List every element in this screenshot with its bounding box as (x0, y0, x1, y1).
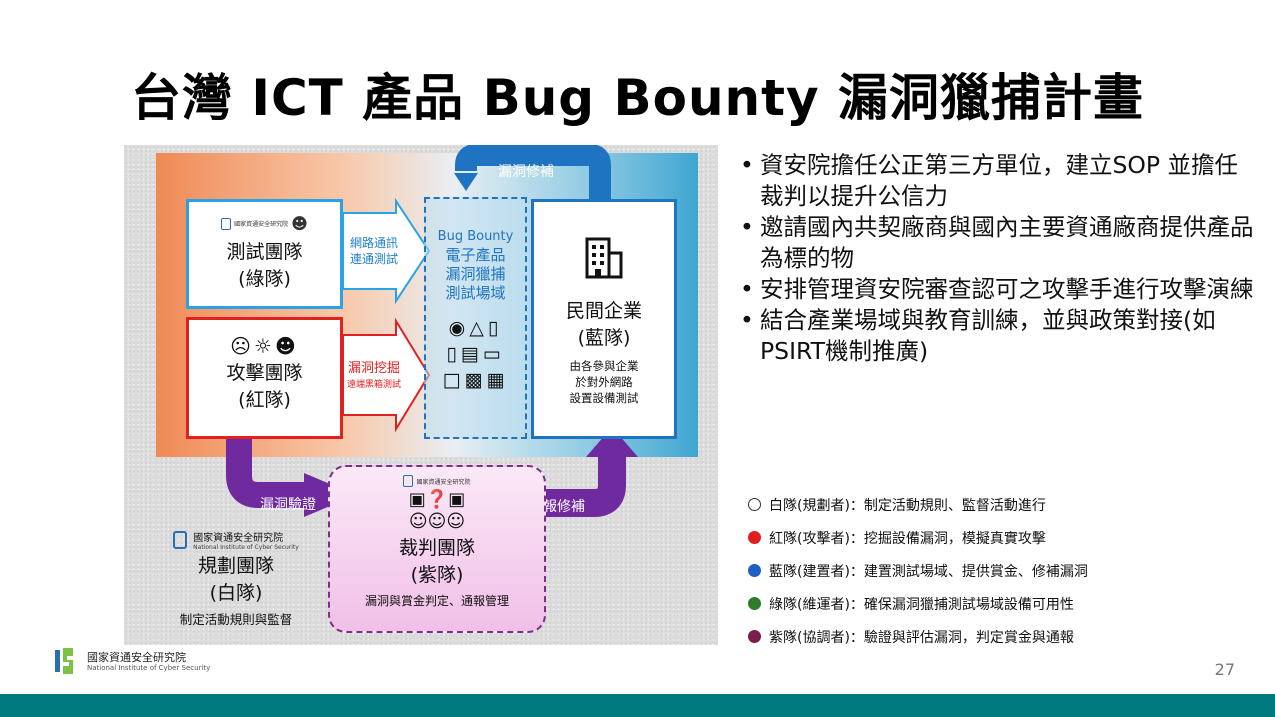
green-dot-icon (748, 597, 761, 610)
report-fix-arrow (516, 455, 626, 517)
team-legend: 白隊(規劃者)：制定活動規則、監督活動進行 紅隊(攻擊者)：挖掘設備漏洞，模擬真… (748, 488, 1248, 653)
footer-org-en: National Institute of Cyber Security (87, 663, 211, 672)
blue-team-desc-line-2: 於對外網路 (575, 375, 633, 389)
device-icons: ◉△▯ ▯▤▭ □▩▦ (426, 315, 525, 393)
white-team-org-en: National Institute of Cyber Security (193, 544, 299, 551)
white-team-desc: 制定活動規則與監督 (179, 612, 293, 627)
legend-item-green: 綠隊(維運者)：確保漏洞獵捕測試場域設備可用性 (748, 587, 1248, 620)
blue-dot-icon (748, 564, 761, 577)
network-test-line-1: 網路通訊 (349, 236, 398, 250)
building-icon (534, 236, 674, 284)
nics-logo-icon (403, 475, 414, 487)
green-team-color-label: (綠隊) (238, 268, 291, 290)
legend-text: 紫隊(協調者)：驗證與評估漏洞，判定賞金與通報 (769, 629, 1074, 646)
legend-item-blue: 藍隊(建置者)：建置測試場域、提供賞金、修補漏洞 (748, 554, 1248, 587)
tablet-printer-appliance-icons: □▩▦ (442, 369, 509, 391)
attacker-icons: ☹☼☻ (230, 334, 299, 358)
venue-line-2: 電子產品 (445, 246, 506, 264)
slide-title: 台灣 ICT 產品 Bug Bounty 漏洞獵捕計畫 (130, 69, 1145, 127)
phone-server-monitor-icons: ▯▤▭ (446, 343, 505, 365)
white-dot-icon (748, 498, 761, 511)
bullet-list: 資安院擔任公正第三方單位，建立SOP 並擔任裁判以提升公信力 邀請國內共契廠商與… (738, 150, 1258, 367)
blue-team-color-label: (藍隊) (577, 327, 631, 349)
network-test-line-2: 連通測試 (349, 252, 398, 266)
vuln-mining-line-1: 漏洞挖掘 (347, 361, 400, 376)
white-team-org: 國家資通安全研究院 (193, 533, 284, 544)
purple-team-desc: 漏洞與賞金判定、通報管理 (364, 594, 509, 608)
camera-router-phone-icons: ◉△▯ (448, 317, 503, 339)
blue-team-box: 民間企業 (藍隊) 由各參與企業 於對外網路 設置設備測試 (531, 199, 677, 439)
tester-icon: ☻ (291, 214, 308, 233)
vuln-mining-line-2: 遠端黑箱測試 (346, 380, 401, 390)
vuln-mining-arrow (342, 317, 431, 433)
footer-accent-bar (0, 694, 1275, 717)
footer-org: 國家資通安全研究院 (87, 650, 186, 664)
nics-logo-icon (173, 531, 188, 549)
legend-text: 白隊(規劃者)：制定活動規則、監督活動進行 (769, 497, 1046, 514)
legend-text: 藍隊(建置者)：建置測試場域、提供賞金、修補漏洞 (769, 563, 1088, 580)
blue-team-desc-line-3: 設置設備測試 (569, 391, 639, 405)
diagram-arrows (226, 145, 638, 517)
bullet-item: 結合產業場域與教育訓練，並與政策對接(如PSIRT機制推廣) (738, 305, 1258, 367)
red-team-name: 攻擊團隊 (226, 362, 303, 384)
footer-logo: 國家資通安全研究院 National Institute of Cyber Se… (53, 646, 210, 676)
purple-team-logo: 國家資通安全研究院 (330, 475, 544, 487)
vuln-patch-arrow (455, 145, 611, 211)
blue-team-name: 民間企業 (565, 300, 642, 322)
red-team-box: ☹☼☻ 攻擊團隊 (紅隊) (186, 317, 343, 439)
vuln-verify-arrow (226, 439, 306, 508)
purple-team-name: 裁判團隊 (398, 537, 475, 559)
legend-item-white: 白隊(規劃者)：制定活動規則、監督活動進行 (748, 488, 1248, 521)
white-team-area: 國家資通安全研究院 National Institute of Cyber Se… (150, 529, 322, 628)
legend-text: 紅隊(攻擊者)：挖掘設備漏洞，模擬真實攻擊 (769, 530, 1046, 547)
report-fix-arrowhead (586, 427, 638, 457)
referee-icons: ▣❓▣☺☺☺ (408, 489, 466, 532)
vuln-patch-arrowhead (454, 173, 478, 191)
green-team-logo: 國家資通安全研究院 ☻ (189, 214, 340, 233)
purple-team-box: 國家資通安全研究院 ▣❓▣☺☺☺ 裁判團隊 (紫隊) 漏洞與賞金判定、通報管理 (328, 465, 546, 633)
vuln-mining-label: 漏洞挖掘 遠端黑箱測試 (338, 361, 410, 393)
legend-item-red: 紅隊(攻擊者)：挖掘設備漏洞，模擬真實攻擊 (748, 521, 1248, 554)
bullet-item: 資安院擔任公正第三方單位，建立SOP 並擔任裁判以提升公信力 (738, 150, 1258, 212)
purple-team-color-label: (紫隊) (410, 564, 464, 586)
venue-line-1: Bug Bounty (437, 229, 514, 244)
white-team-logo: 國家資通安全研究院 National Institute of Cyber Se… (150, 529, 322, 551)
bullet-item: 安排管理資安院審查認可之攻擊手進行攻擊演練 (738, 274, 1258, 305)
venue-line-4: 測試場域 (445, 284, 506, 302)
logo-org-text: 國家資通安全研究院 (416, 478, 471, 486)
white-team-name: 規劃團隊 (197, 555, 274, 577)
test-venue-box: Bug Bounty 電子產品 漏洞獵捕 測試場域 ◉△▯ ▯▤▭ □▩▦ (424, 197, 527, 439)
venue-label: Bug Bounty 電子產品 漏洞獵捕 測試場域 (426, 227, 525, 303)
venue-line-3: 漏洞獵捕 (445, 265, 506, 283)
vuln-patch-label: 漏洞修補 (498, 164, 554, 180)
vuln-verify-label: 漏洞驗證 (260, 497, 316, 513)
logo-org-text: 國家資通安全研究院 (234, 221, 289, 228)
blue-team-desc-line-1: 由各參與企業 (569, 359, 639, 373)
green-team-box: 國家資通安全研究院 ☻ 測試團隊 (綠隊) (186, 199, 343, 309)
legend-text: 綠隊(維運者)：確保漏洞獵捕測試場域設備可用性 (769, 596, 1074, 613)
network-test-arrow (342, 197, 431, 305)
red-team-color-label: (紅隊) (238, 389, 291, 411)
white-team-color-label: (白隊) (209, 582, 263, 604)
legend-item-purple: 紫隊(協調者)：驗證與評估漏洞，判定賞金與通報 (748, 620, 1248, 653)
bug-bounty-diagram: 漏洞修補 漏洞驗證 通報修補 網路通訊 連通測試 漏洞挖掘 遠端黑箱測試 國家資… (124, 145, 718, 645)
nics-logo-icon (55, 648, 73, 674)
bullet-item: 邀請國內共契廠商與國內主要資通廠商提供產品為標的物 (738, 212, 1258, 274)
nics-logo-icon (221, 217, 232, 230)
blue-team-desc: 由各參與企業 於對外網路 設置設備測試 (534, 358, 674, 406)
red-dot-icon (748, 531, 761, 544)
network-test-label: 網路通訊 連通測試 (344, 235, 404, 267)
green-team-name: 測試團隊 (226, 241, 303, 263)
purple-dot-icon (748, 630, 761, 643)
page-number: 27 (1214, 660, 1235, 679)
